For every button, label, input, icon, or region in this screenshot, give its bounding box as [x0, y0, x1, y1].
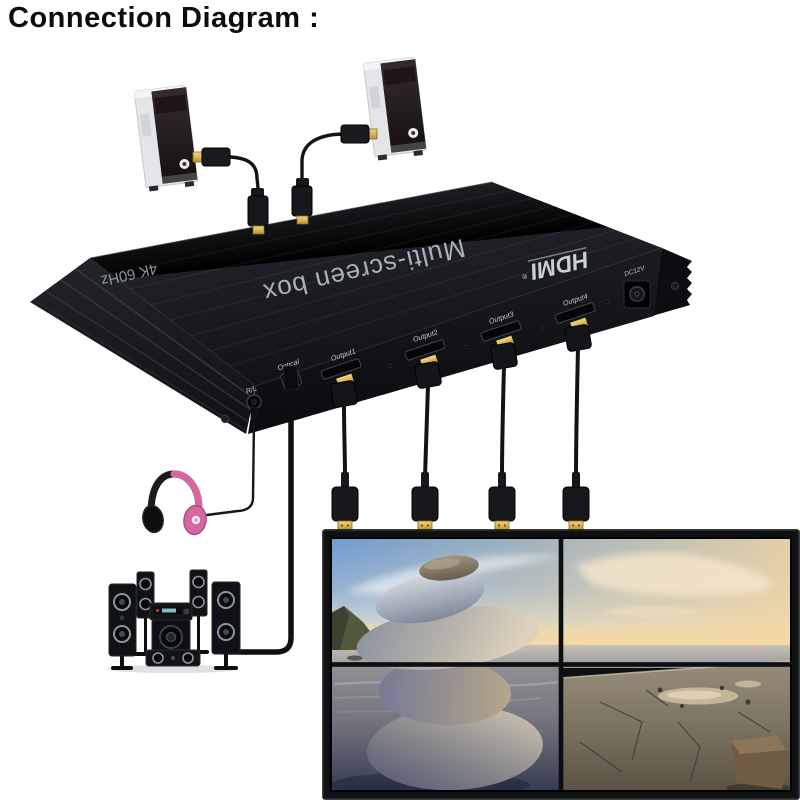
- box-right-end: [652, 248, 692, 316]
- hdmi-connector-out-1: [331, 472, 359, 531]
- hdmi-connector-out-2: [411, 472, 439, 531]
- wall-bezel-horizontal: [331, 662, 791, 667]
- headphone-cable: [197, 416, 256, 518]
- port-audio-label: R/L: [244, 384, 257, 396]
- screw-right: [670, 281, 680, 291]
- scene-rock-cracks: [579, 689, 771, 783]
- source-pc-1: [133, 84, 198, 192]
- scene-stone-stack: [331, 555, 543, 791]
- pc2-drive-bay: [383, 66, 416, 86]
- video-wall-2x2: [322, 529, 800, 800]
- scene-pebbles: [657, 685, 751, 708]
- hdmi-connector-out-4: [562, 472, 590, 531]
- optical-cable: [221, 387, 294, 655]
- headphones-icon: [142, 470, 207, 536]
- box-top-face: [90, 182, 662, 386]
- scene-brown-rock: [726, 735, 790, 791]
- scene-cloud: [575, 552, 771, 596]
- hdmi-input-cable-2: [291, 124, 378, 225]
- wall-outer-frame: [323, 530, 799, 799]
- output-plug-1: [330, 373, 358, 479]
- multiscreen-box: Multi-screen box 4K 60Hz HDMI ® R/L Opti…: [30, 181, 692, 434]
- hdmi-port-1: [320, 358, 362, 380]
- page-title: Connection Diagram :: [8, 2, 320, 34]
- scene-sun-glint: [752, 648, 758, 654]
- hdmi-logo-mark: ®: [520, 271, 528, 280]
- port-audio-rl: R/L: [244, 384, 262, 410]
- source-pc-2: [363, 56, 427, 161]
- hdmi-input-cable-1: [192, 147, 269, 235]
- screw-left: [220, 414, 230, 424]
- optical-connector: [282, 365, 300, 391]
- hdmi-connector-input-1: [247, 195, 269, 227]
- hdmi-port-3: [480, 320, 522, 342]
- brushed-texture: [109, 189, 638, 367]
- output-plug-4: [564, 317, 592, 479]
- hdmi-connector-input-2: [291, 185, 313, 217]
- headphone-branch: [142, 406, 258, 536]
- output-plug-3: [490, 335, 518, 479]
- hdmi-connector-out-3: [488, 472, 516, 531]
- surround-speaker-system-icon: [107, 569, 241, 673]
- minijack-plug: [250, 406, 258, 419]
- speaker-branch: [107, 365, 300, 673]
- panel-holes: [387, 299, 610, 369]
- output-cables: [330, 317, 592, 531]
- video-wall-scene: [331, 538, 791, 791]
- hdmi-port-2: [404, 339, 446, 361]
- hdmi-port-4: [554, 302, 596, 324]
- wall-inner-frame: [330, 537, 792, 792]
- output-plug-2: [414, 354, 442, 479]
- pc1-drive-bay: [154, 94, 187, 115]
